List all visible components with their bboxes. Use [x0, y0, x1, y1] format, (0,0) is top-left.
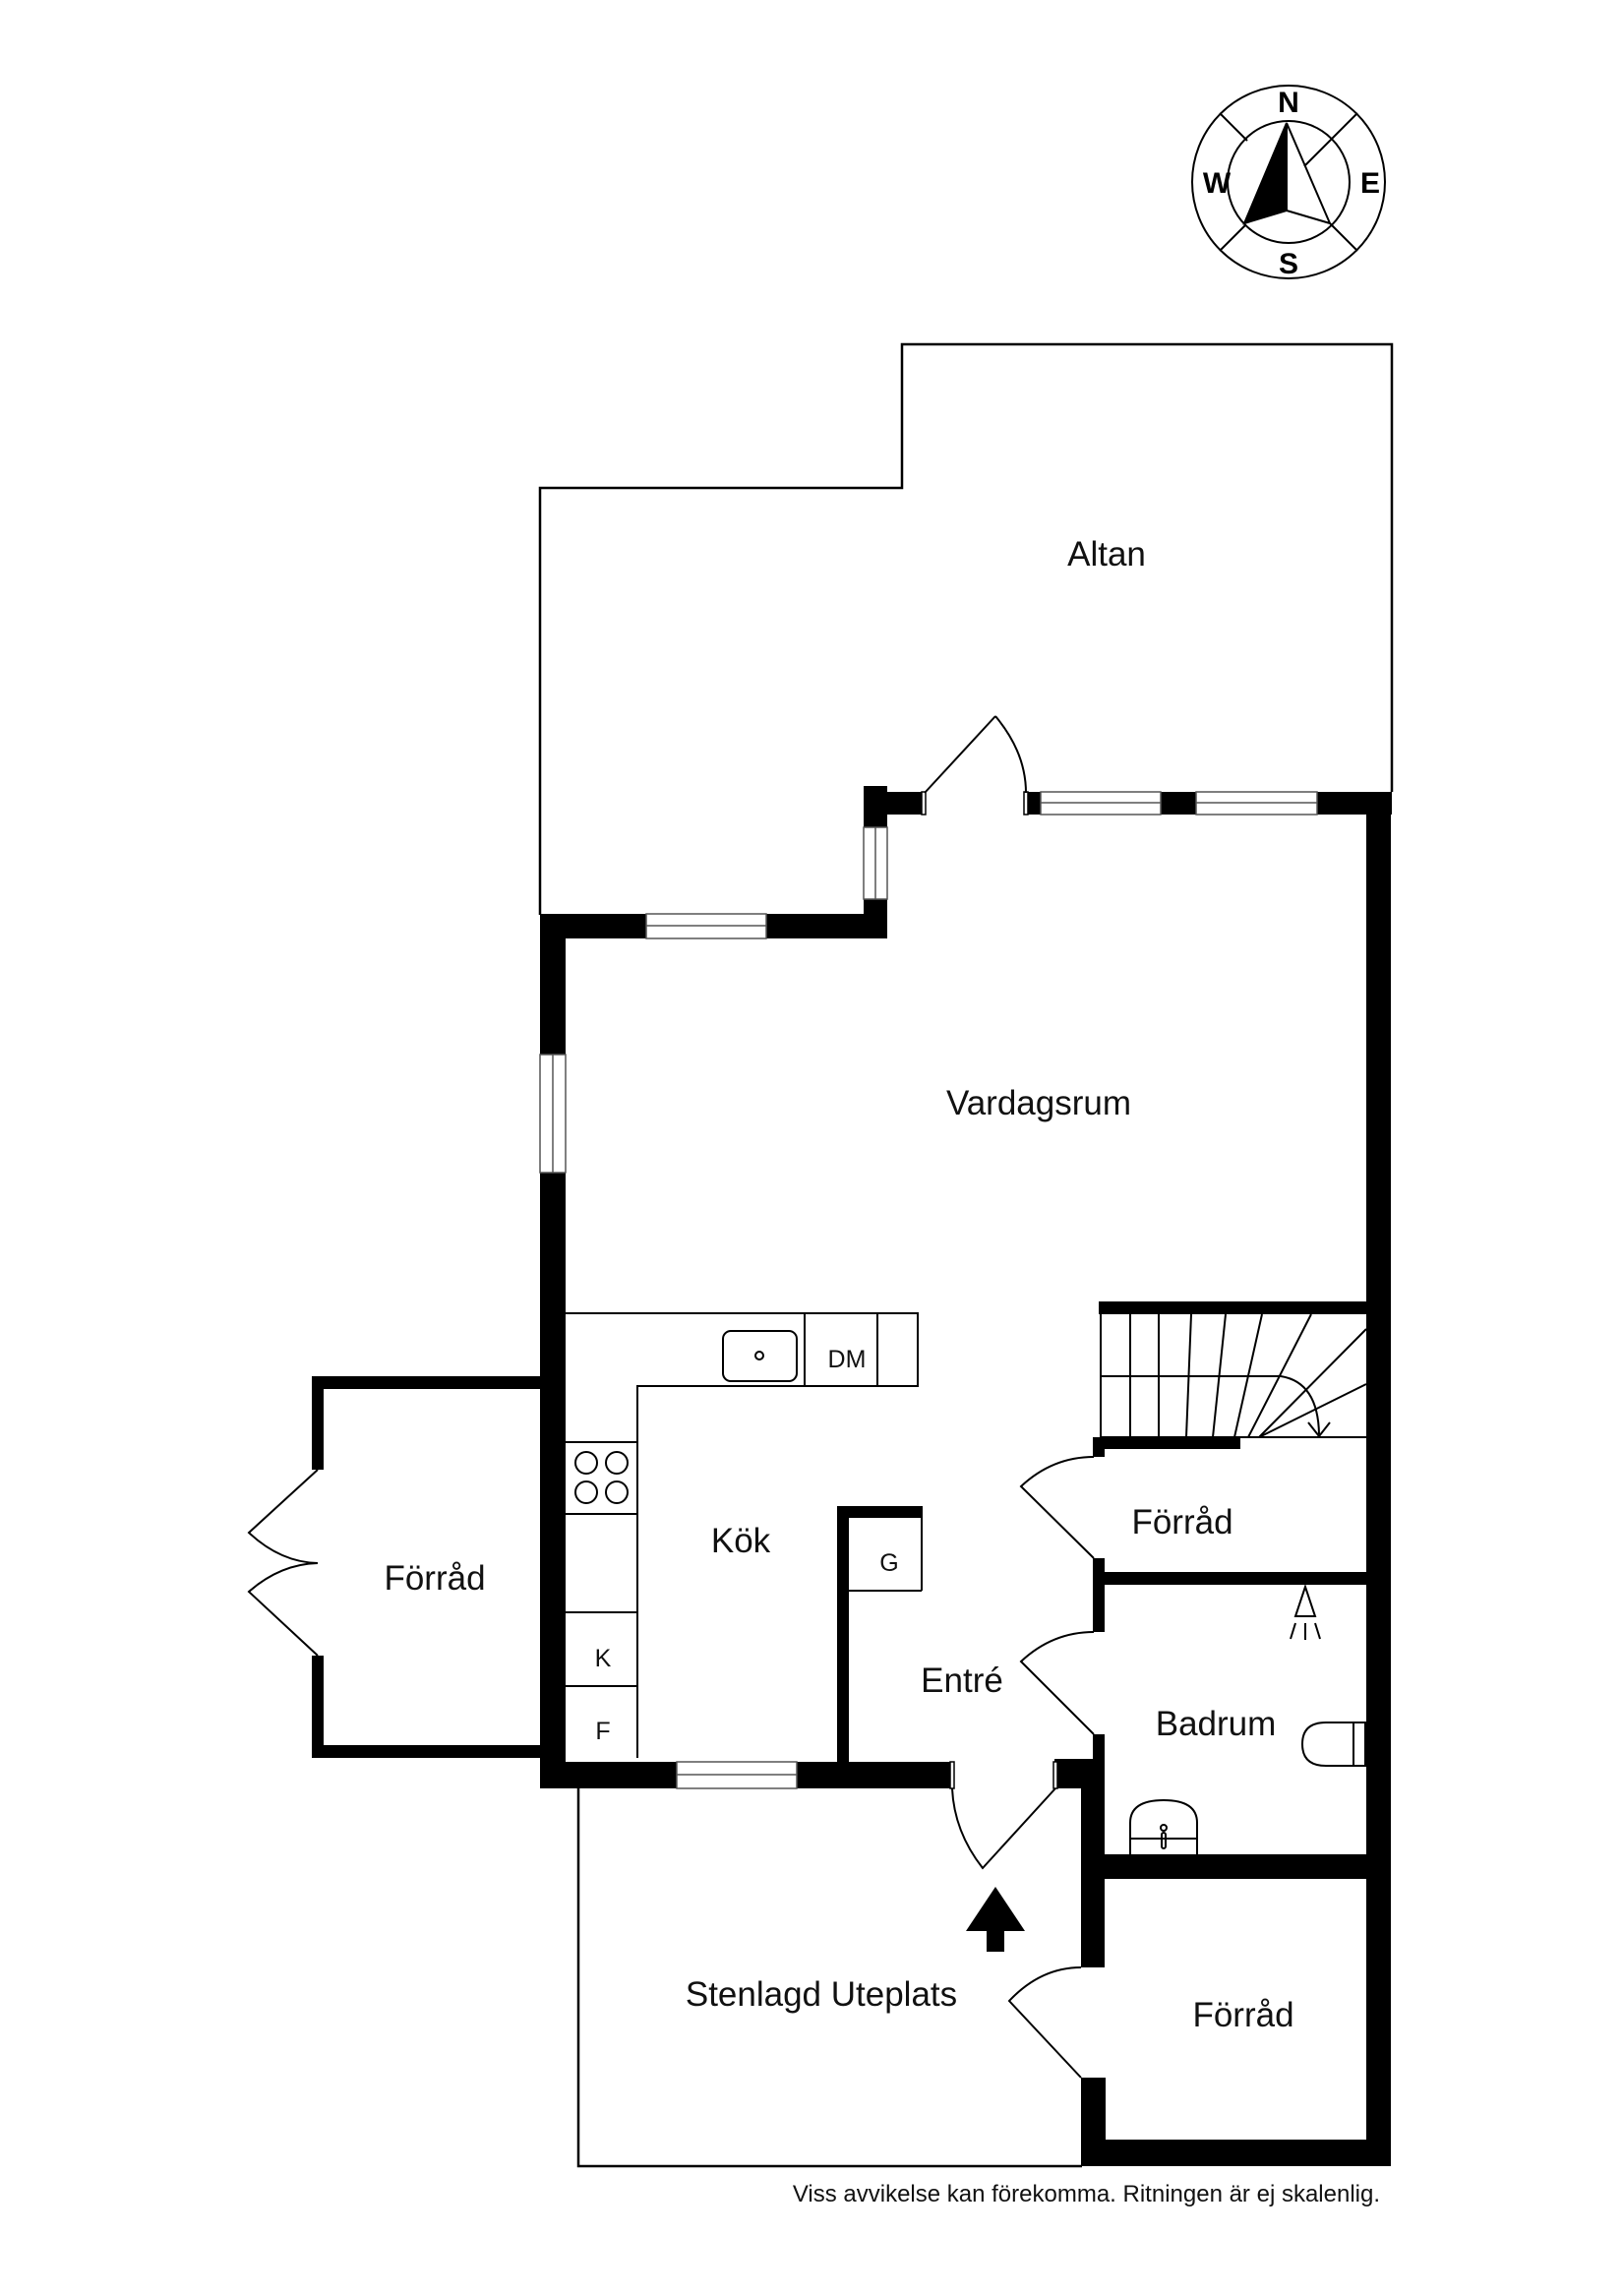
compass-north: N — [1278, 87, 1299, 119]
staircase — [1100, 1313, 1367, 1438]
freezer-label: F — [595, 1718, 610, 1745]
room-label-kok: Kök — [711, 1522, 771, 1560]
room-label-uteplats: Stenlagd Uteplats — [686, 1975, 957, 2014]
compass-west: W — [1203, 167, 1232, 200]
toilet-icon — [1300, 1722, 1366, 1767]
sink-icon — [722, 1330, 798, 1382]
wardrobe-label: G — [879, 1549, 898, 1577]
stove-icon — [574, 1451, 629, 1504]
altan-outline — [538, 342, 1394, 915]
room-label-badrum: Badrum — [1156, 1705, 1277, 1743]
walls — [312, 786, 1392, 2166]
room-label-altan: Altan — [1067, 535, 1146, 574]
room-label-vardagsrum: Vardagsrum — [946, 1084, 1131, 1122]
disclaimer-text: Viss avvikelse kan förekomma. Ritningen … — [793, 2181, 1380, 2207]
shower-icon — [1290, 1583, 1321, 1640]
dishwasher-label: DM — [828, 1346, 867, 1373]
fridge-label: K — [595, 1645, 612, 1672]
uteplats-outline — [576, 1788, 1082, 2168]
windows — [539, 791, 1318, 1789]
room-label-forrad-stairs: Förråd — [1131, 1503, 1232, 1541]
entrance-arrow-icon — [966, 1887, 1025, 1952]
room-label-forrad-south: Förråd — [1192, 1996, 1293, 2034]
room-label-entre: Entré — [921, 1662, 1003, 1700]
washbasin-icon — [1129, 1798, 1198, 1854]
doors — [247, 715, 1095, 2079]
compass-east: E — [1360, 167, 1380, 200]
compass-south: S — [1279, 248, 1298, 280]
kitchen-counter — [566, 1312, 923, 1758]
compass-rose-icon: N S E W — [1191, 85, 1386, 280]
room-label-forrad-west: Förråd — [384, 1559, 485, 1598]
